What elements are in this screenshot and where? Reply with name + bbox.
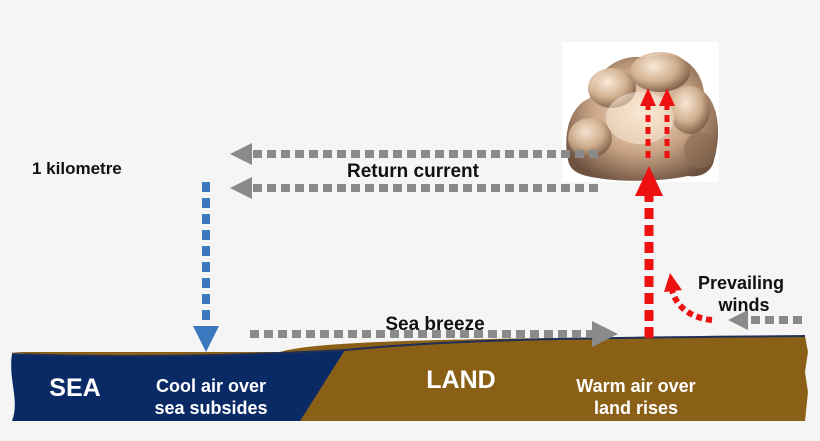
return-current-arrows [230, 143, 598, 199]
sea-breeze-label: Sea breeze [385, 314, 484, 335]
prevailing-winds-curve [669, 289, 713, 323]
sea-note-line1: Cool air over [156, 376, 266, 396]
land-note-line2: land rises [594, 398, 678, 418]
cloud-updraft-arrows [640, 88, 675, 158]
return-current-upper-head [230, 143, 252, 165]
land-label: LAND [426, 366, 495, 394]
prevailing-winds-red-head [664, 273, 682, 292]
sea-label: SEA [49, 374, 100, 402]
altitude-label: 1 kilometre [32, 159, 122, 178]
shoreline [11, 335, 806, 358]
sea-breeze-arrow [250, 321, 618, 347]
ground-strip [10, 335, 808, 421]
prevailing-winds-label-line1: Prevailing [698, 273, 784, 293]
cumulus-cloud-icon [562, 42, 719, 182]
sea-area [11, 350, 345, 421]
prevailing-winds-label-line2: winds [717, 295, 769, 315]
rising-air-head [635, 166, 663, 196]
land-note-line1: Warm air over [576, 376, 695, 396]
rising-air-arrow [635, 166, 663, 338]
sea-note-line2: sea subsides [154, 398, 267, 418]
return-current-lower-head [230, 177, 252, 199]
return-current-label: Return current [347, 161, 480, 182]
sea-breeze-head [592, 321, 618, 347]
sinking-air-head [193, 326, 219, 352]
sinking-air-arrow [193, 182, 219, 352]
prevailing-winds-arrow [664, 273, 802, 330]
prevailing-winds-grey-head [728, 310, 748, 330]
